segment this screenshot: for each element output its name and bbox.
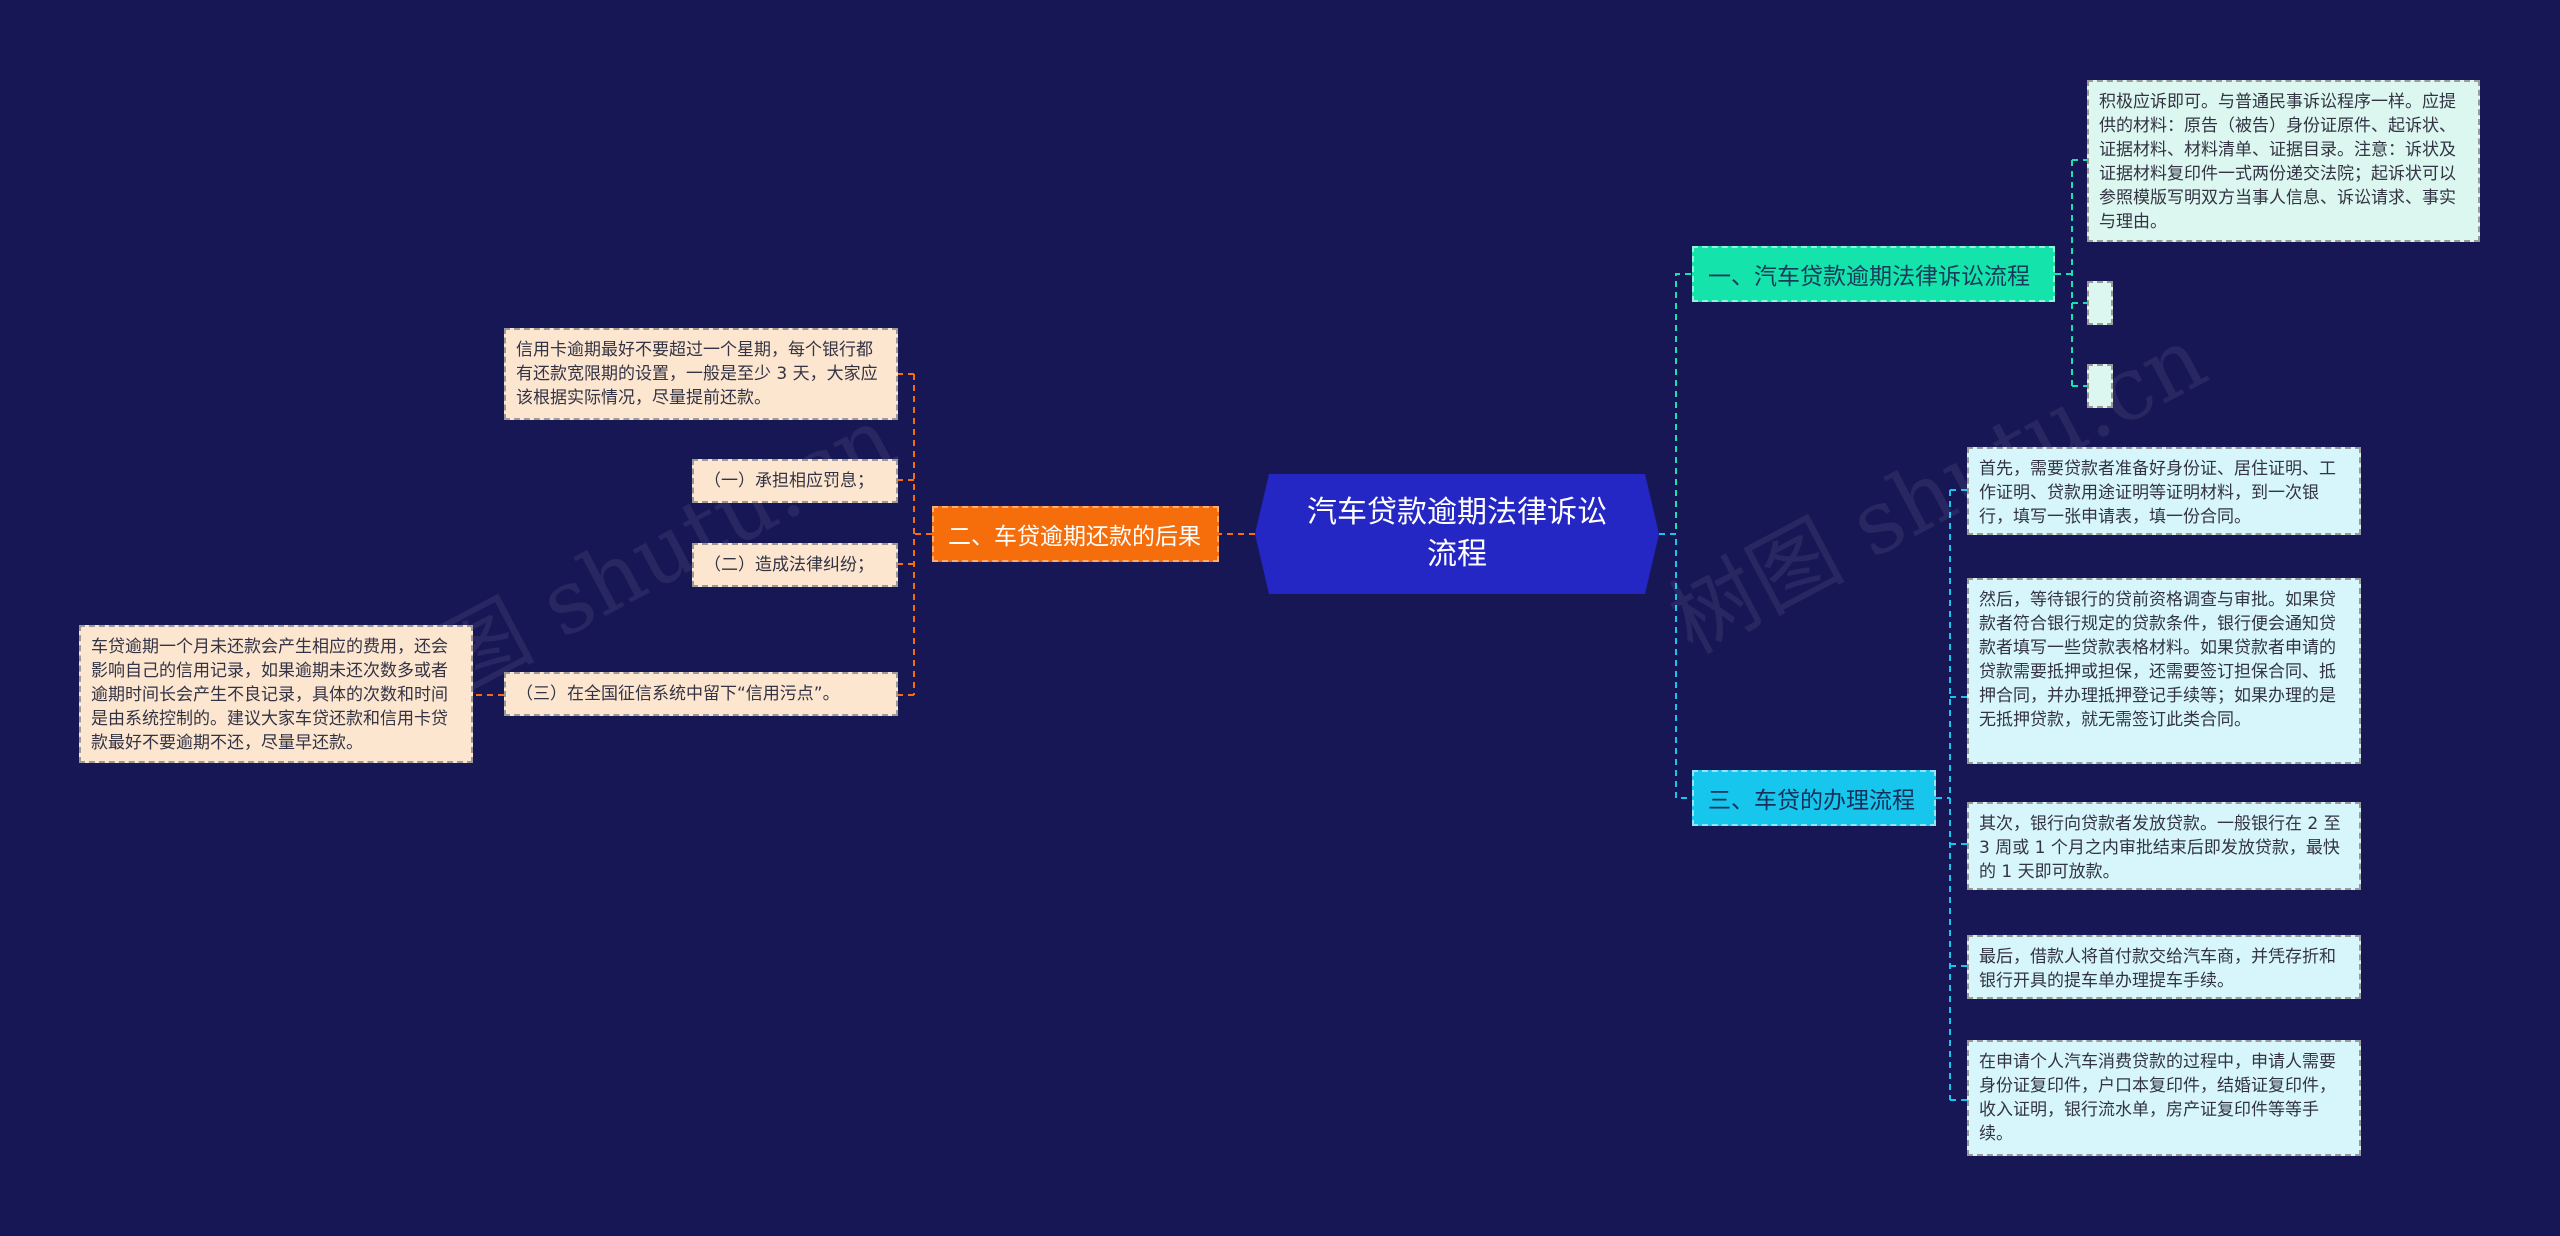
leaf-credit-card-advice[interactable]: 信用卡逾期最好不要超过一个星期，每个银行都有还款宽限期的设置，一般是至少 3 天… <box>504 328 898 420</box>
branch-label: 一、汽车贷款逾期法律诉讼流程 <box>1708 264 2030 290</box>
branch-label: 二、车贷逾期还款的后果 <box>948 524 1201 550</box>
leaf-penalty-interest[interactable]: （一）承担相应罚息； <box>692 459 898 503</box>
leaf-overdue-explanation[interactable]: 车贷逾期一个月未还款会产生相应的费用，还会影响自己的信用记录，如果逾期未还次数多… <box>79 625 473 763</box>
leaf-step-next[interactable]: 其次，银行向贷款者发放贷款。一般银行在 2 至 3 周或 1 个月之内审批结束后… <box>1967 802 2361 890</box>
root-node[interactable]: 汽车贷款逾期法律诉讼流程 <box>1255 474 1659 594</box>
branch-loan-process[interactable]: 三、车贷的办理流程 <box>1692 770 1936 826</box>
root-title: 汽车贷款逾期法律诉讼流程 <box>1307 495 1607 572</box>
leaf-text: 在申请个人汽车消费贷款的过程中，申请人需要身份证复印件，户口本复印件，结婚证复印… <box>1979 1052 2336 1144</box>
leaf-text: 最后，借款人将首付款交给汽车商，并凭存折和银行开具的提车单办理提车手续。 <box>1979 947 2336 991</box>
leaf-litigation-materials[interactable]: 积极应诉即可。与普通民事诉讼程序一样。应提供的材料：原告（被告）身份证原件、起诉… <box>2087 80 2480 242</box>
leaf-empty[interactable] <box>2087 281 2113 325</box>
connector-b2-leaves <box>898 373 932 696</box>
leaf-step-first[interactable]: 首先，需要贷款者准备好身份证、居住证明、工作证明、贷款用途证明等证明材料，到一次… <box>1967 447 2361 535</box>
leaf-text: 车贷逾期一个月未还款会产生相应的费用，还会影响自己的信用记录，如果逾期未还次数多… <box>91 637 448 753</box>
branch-litigation-process[interactable]: 一、汽车贷款逾期法律诉讼流程 <box>1692 246 2055 302</box>
branch-overdue-consequences[interactable]: 二、车贷逾期还款的后果 <box>932 506 1219 562</box>
leaf-step-last[interactable]: 最后，借款人将首付款交给汽车商，并凭存折和银行开具的提车单办理提车手续。 <box>1967 935 2361 999</box>
leaf-text: （三）在全国征信系统中留下“信用污点”。 <box>516 684 840 704</box>
connector-root-b1 <box>1659 273 1692 535</box>
leaf-step-then[interactable]: 然后，等待银行的贷前资格调查与审批。如果贷款者符合银行规定的贷款条件，银行便会通… <box>1967 578 2361 764</box>
leaf-text: 信用卡逾期最好不要超过一个星期，每个银行都有还款宽限期的设置，一般是至少 3 天… <box>516 340 878 408</box>
connector-root-b3 <box>1659 533 1692 799</box>
leaf-credit-stain[interactable]: （三）在全国征信系统中留下“信用污点”。 <box>504 672 898 716</box>
leaf-required-documents[interactable]: 在申请个人汽车消费贷款的过程中，申请人需要身份证复印件，户口本复印件，结婚证复印… <box>1967 1040 2361 1156</box>
connector-b3-leaves <box>1936 489 1967 1101</box>
leaf-text: 其次，银行向贷款者发放贷款。一般银行在 2 至 3 周或 1 个月之内审批结束后… <box>1979 814 2341 882</box>
leaf-text: 首先，需要贷款者准备好身份证、居住证明、工作证明、贷款用途证明等证明材料，到一次… <box>1979 459 2336 527</box>
branch-label: 三、车贷的办理流程 <box>1708 788 1915 814</box>
connector-b1-leaves <box>2055 159 2087 387</box>
leaf-text: （二）造成法律纠纷； <box>704 555 874 575</box>
leaf-text: 积极应诉即可。与普通民事诉讼程序一样。应提供的材料：原告（被告）身份证原件、起诉… <box>2099 92 2456 232</box>
leaf-empty[interactable] <box>2087 364 2113 408</box>
leaf-text: （一）承担相应罚息； <box>704 471 874 491</box>
leaf-legal-dispute[interactable]: （二）造成法律纠纷； <box>692 543 898 587</box>
leaf-text: 然后，等待银行的贷前资格调查与审批。如果贷款者符合银行规定的贷款条件，银行便会通… <box>1979 590 2336 730</box>
